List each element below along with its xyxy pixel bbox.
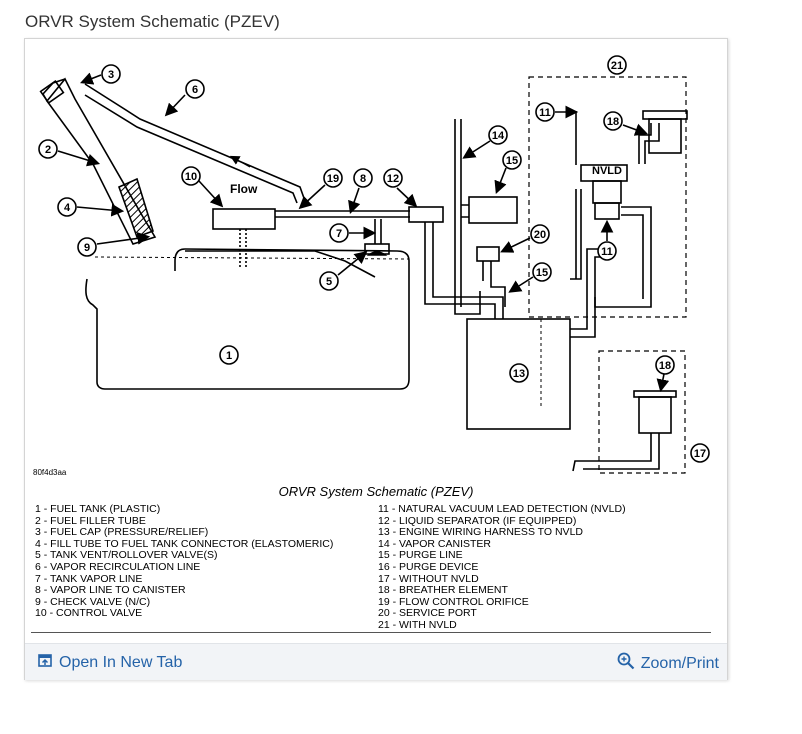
legend-item: 4 - FILL TUBE TO FUEL TANK CONNECTOR (EL… xyxy=(35,537,334,550)
svg-text:18: 18 xyxy=(659,360,671,372)
svg-text:10: 10 xyxy=(185,171,197,183)
service-port xyxy=(476,246,500,262)
figure-caption: ORVR System Schematic (PZEV) xyxy=(278,484,474,499)
callout-11: 11 xyxy=(597,219,617,261)
svg-text:15: 15 xyxy=(506,155,518,167)
breather-element xyxy=(648,118,682,154)
svg-text:11: 11 xyxy=(539,107,551,119)
legend-item: 21 - WITH NVLD xyxy=(378,618,457,631)
open-in-new-tab-button[interactable]: Open In New Tab xyxy=(37,652,182,673)
legend-item: 9 - CHECK VALVE (N/C) xyxy=(35,595,151,608)
legend-item: 15 - PURGE LINE xyxy=(378,549,463,562)
callout-19: 19 xyxy=(298,168,343,210)
svg-text:15: 15 xyxy=(536,267,548,279)
callout-4: 4 xyxy=(57,197,125,217)
legend-item: 14 - VAPOR CANISTER xyxy=(378,537,491,550)
legend-item: 17 - WITHOUT NVLD xyxy=(378,572,479,585)
legend-item: 13 - ENGINE WIRING HARNESS TO NVLD xyxy=(378,526,583,539)
open-new-tab-icon xyxy=(37,652,53,673)
svg-text:19: 19 xyxy=(327,173,339,185)
svg-text:5: 5 xyxy=(326,276,332,288)
callout-5: 5 xyxy=(319,250,368,291)
callout-21: 21 xyxy=(607,55,627,75)
zoom-magnifier-icon xyxy=(617,652,635,675)
legend-item: 1 - FUEL TANK (PLASTIC) xyxy=(35,503,161,515)
legend-left: 1 - FUEL TANK (PLASTIC) 2 - FUEL FILLER … xyxy=(35,503,334,620)
svg-text:20: 20 xyxy=(534,229,546,241)
legend-item: 3 - FUEL CAP (PRESSURE/RELIEF) xyxy=(35,526,209,539)
svg-text:2: 2 xyxy=(45,144,51,156)
svg-text:3: 3 xyxy=(108,69,114,81)
flow-label: Flow xyxy=(230,182,258,196)
page-title: ORVR System Schematic (PZEV) xyxy=(25,12,280,31)
zoom-print-label: Zoom/Print xyxy=(640,654,719,672)
without-nvld-box xyxy=(598,350,686,474)
vapor-canister xyxy=(466,318,571,430)
callout-10: 10 xyxy=(181,166,224,208)
legend-item: 8 - VAPOR LINE TO CANISTER xyxy=(35,584,186,597)
control-valve xyxy=(212,208,276,230)
legend-item: 11 - NATURAL VACUUM LEAD DETECTION (NVLD… xyxy=(378,503,626,515)
zoom-print-button[interactable]: Zoom/Print xyxy=(617,652,719,675)
legend-right: 11 - NATURAL VACUUM LEAD DETECTION (NVLD… xyxy=(378,503,626,632)
svg-text:17: 17 xyxy=(694,448,706,460)
callout-18b: 18 xyxy=(655,355,675,393)
image-toolbar: Open In New Tab Zoom/Print xyxy=(25,643,727,680)
diagram-card: Flow NVLD 3 6 2 4 9 10 19 8 12 7 5 1 14 … xyxy=(24,38,728,680)
schematic-figure: Flow NVLD 3 6 2 4 9 10 19 8 12 7 5 1 14 … xyxy=(25,39,727,639)
callout-8: 8 xyxy=(348,168,373,215)
fuel-tank xyxy=(85,248,410,390)
callout-9: 9 xyxy=(77,231,151,257)
schematic-drawing: Flow NVLD 3 6 2 4 9 10 19 8 12 7 5 1 14 … xyxy=(38,55,710,474)
callout-13: 11 xyxy=(535,102,579,122)
svg-text:14: 14 xyxy=(492,130,505,142)
legend-item: 20 - SERVICE PORT xyxy=(378,607,477,620)
callout-7: 7 xyxy=(329,223,377,243)
legend-item: 6 - VAPOR RECIRCULATION LINE xyxy=(35,560,201,573)
svg-text:13: 13 xyxy=(513,368,525,380)
divider xyxy=(31,632,711,633)
legend-item: 10 - CONTROL VALVE xyxy=(35,607,143,620)
callout-16: 15 xyxy=(494,150,522,194)
callout-3: 3 xyxy=(80,64,121,85)
svg-text:18: 18 xyxy=(607,116,619,128)
svg-text:8: 8 xyxy=(360,173,366,185)
open-in-new-tab-label: Open In New Tab xyxy=(59,653,183,671)
callout-20: 20 xyxy=(500,224,550,253)
legend-item: 18 - BREATHER ELEMENT xyxy=(378,584,508,597)
legend-item: 7 - TANK VAPOR LINE xyxy=(35,572,143,585)
figure-code: 80f4d3aa xyxy=(33,468,67,477)
liquid-separator xyxy=(408,206,444,223)
callout-15b: 15 xyxy=(508,262,552,293)
legend-item: 12 - LIQUID SEPARATOR (IF EQUIPPED) xyxy=(378,514,577,527)
svg-text:1: 1 xyxy=(226,350,232,362)
callout-17: 17 xyxy=(690,443,710,463)
svg-text:4: 4 xyxy=(64,202,71,214)
svg-text:21: 21 xyxy=(611,60,623,72)
svg-text:9: 9 xyxy=(84,242,90,254)
callout-6: 6 xyxy=(164,79,205,117)
vapor-recirculation-line xyxy=(84,83,306,202)
callout-15a: 14 xyxy=(462,125,508,159)
svg-text:7: 7 xyxy=(336,228,342,240)
callout-2: 2 xyxy=(38,139,101,167)
legend-item: 5 - TANK VENT/ROLLOVER VALVE(S) xyxy=(35,549,218,562)
callout-18a: 18 xyxy=(603,111,649,136)
callout-14: 13 xyxy=(509,363,529,383)
callout-12: 12 xyxy=(383,168,418,208)
svg-text:12: 12 xyxy=(387,173,399,185)
svg-text:11: 11 xyxy=(601,246,613,258)
legend-item: 16 - PURGE DEVICE xyxy=(378,560,479,573)
nvld-label: NVLD xyxy=(592,165,622,177)
callout-1: 1 xyxy=(219,345,239,365)
svg-text:6: 6 xyxy=(192,84,198,96)
legend-item: 2 - FUEL FILLER TUBE xyxy=(35,514,146,527)
legend-item: 19 - FLOW CONTROL ORIFICE xyxy=(378,595,529,608)
purge-device xyxy=(468,196,518,224)
